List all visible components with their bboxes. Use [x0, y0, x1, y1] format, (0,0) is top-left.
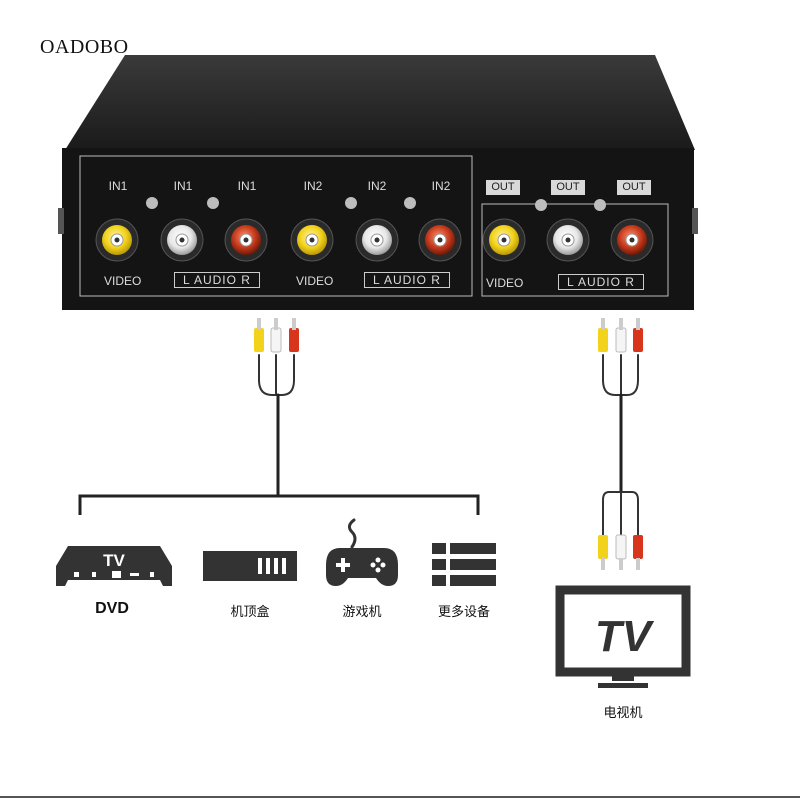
output-cable — [602, 354, 639, 536]
device-label-more-devices: 更多设备 — [437, 605, 490, 620]
dvd-icon: TV — [56, 546, 172, 586]
video-label-in1: VIDEO — [104, 274, 142, 288]
audio-label-in2: L AUDIO R — [364, 272, 450, 288]
tv-icon: TV — [555, 585, 691, 688]
more-devices-icon — [432, 543, 496, 586]
output-group-frame — [481, 203, 669, 297]
device-label-dvd: DVD — [95, 600, 129, 617]
gamepad-icon — [326, 518, 398, 586]
rca-jack-out-audio-left — [546, 218, 590, 262]
output-rca-plugs-bottom — [598, 534, 643, 570]
jack-label-out-audio-left: OUT — [551, 180, 585, 195]
brand-logo: OADOBO — [40, 36, 129, 58]
input-cable — [258, 354, 295, 497]
rca-jack-in1-audio-left — [160, 218, 204, 262]
rca-jack-in1-video — [95, 218, 139, 262]
video-label-in2: VIDEO — [296, 274, 334, 288]
device-bracket — [78, 494, 480, 515]
input-rca-plugs — [254, 318, 299, 353]
video-label-out: VIDEO — [486, 276, 524, 290]
rca-jack-in2-audio-left — [355, 218, 399, 262]
switch-box-top — [65, 55, 695, 150]
input-group-frame — [79, 155, 473, 297]
jack-label-in2-video: IN2 — [303, 179, 323, 193]
device-label-game-console: 游戏机 — [342, 605, 382, 620]
device-label-set-top-box: 机顶盒 — [230, 605, 270, 620]
jack-label-in2-audio-right: IN2 — [431, 179, 451, 193]
jack-label-in2-audio-left: IN2 — [367, 179, 387, 193]
rca-jack-out-video — [482, 218, 526, 262]
tv-screen-text: TV — [595, 612, 655, 661]
tv-label: 电视机 — [603, 706, 643, 721]
output-rca-plugs-top — [598, 318, 643, 353]
rca-jack-in2-audio-right — [418, 218, 462, 262]
jack-label-out-video: OUT — [486, 180, 520, 195]
set-top-box-icon — [203, 551, 297, 581]
rca-jack-in2-video — [290, 218, 334, 262]
audio-label-out: L AUDIO R — [558, 274, 644, 290]
dvd-icon-text: TV — [103, 551, 125, 570]
jack-label-in1-audio-right: IN1 — [237, 179, 257, 193]
jack-label-in1-video: IN1 — [108, 179, 128, 193]
jack-label-out-audio-right: OUT — [617, 180, 651, 195]
rca-jack-out-audio-right — [610, 218, 654, 262]
bottom-rule — [0, 796, 800, 798]
rca-jack-in1-audio-right — [224, 218, 268, 262]
jack-label-in1-audio-left: IN1 — [173, 179, 193, 193]
audio-label-in1: L AUDIO R — [174, 272, 260, 288]
